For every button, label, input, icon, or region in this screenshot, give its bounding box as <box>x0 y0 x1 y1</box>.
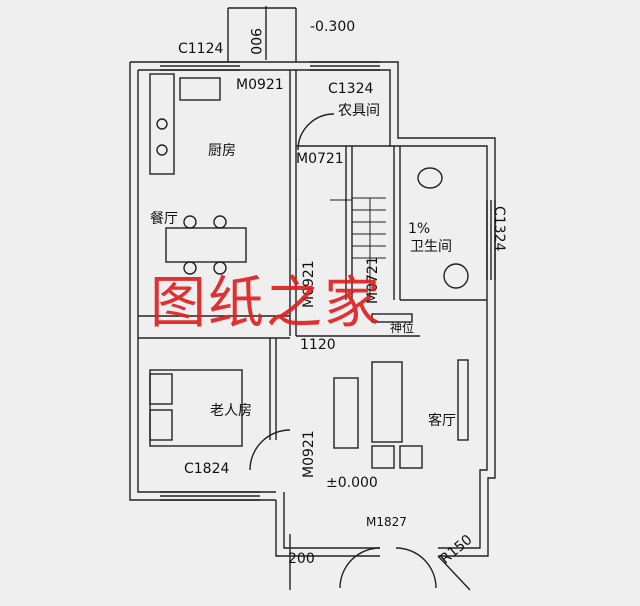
label-c1124: C1124 <box>178 41 224 57</box>
label-c1324-right: C1324 <box>491 206 507 252</box>
armchair <box>371 445 395 469</box>
label-dim-200: 200 <box>288 551 315 567</box>
shrine-table <box>371 313 413 323</box>
south-wall-inner <box>283 492 380 549</box>
sofa <box>333 377 359 449</box>
label-kitchen: 厨房 <box>208 143 236 159</box>
door-m1827-right <box>395 547 437 589</box>
kitchen-counter <box>149 73 175 175</box>
label-c1824: C1824 <box>184 461 230 477</box>
window-c1824 <box>160 491 260 501</box>
door-m1827-left <box>339 547 381 589</box>
toilet <box>417 167 443 189</box>
label-living-room: 客厅 <box>428 413 456 429</box>
outer-wall-inner <box>138 69 488 549</box>
label-farm-tools: 农具间 <box>338 103 380 119</box>
label-m0721: M0721 <box>296 151 344 167</box>
label-dining: 餐厅 <box>150 211 178 227</box>
label-bathroom: 卫生间 <box>410 239 452 255</box>
label-dim-1120: 1120 <box>300 337 336 353</box>
label-shrine: 神位 <box>390 321 415 335</box>
bed <box>149 369 243 447</box>
label-c1324-top: C1324 <box>328 81 374 97</box>
watermark: 图纸之家 <box>150 271 382 336</box>
washbasin <box>443 263 469 289</box>
south-wall <box>275 500 380 557</box>
door-m0921-bottom <box>249 429 291 471</box>
armchair-2 <box>399 445 423 469</box>
label-dim-900: 900 <box>247 28 263 55</box>
window-c1124 <box>160 61 240 71</box>
label-level-top: -0.300 <box>310 19 356 35</box>
window-c1324-right <box>486 200 496 280</box>
label-elderly-room: 老人房 <box>210 403 252 419</box>
label-slope: 1% <box>408 221 431 237</box>
sofa-back <box>371 361 403 443</box>
door-m0721 <box>297 113 335 151</box>
stair <box>330 180 386 296</box>
kitchen-sink <box>179 77 221 101</box>
label-level-ground: ±0.000 <box>326 475 378 491</box>
label-m1827: M1827 <box>366 515 407 529</box>
tv-stand <box>457 359 469 441</box>
top-entry <box>227 7 297 62</box>
label-m0921-bottom: M0921 <box>301 430 317 478</box>
outer-wall <box>130 61 496 557</box>
dining-table <box>165 227 247 263</box>
label-m0921-top: M0921 <box>236 77 284 93</box>
stove-burner <box>156 118 168 130</box>
window-c1324-top <box>310 61 380 71</box>
